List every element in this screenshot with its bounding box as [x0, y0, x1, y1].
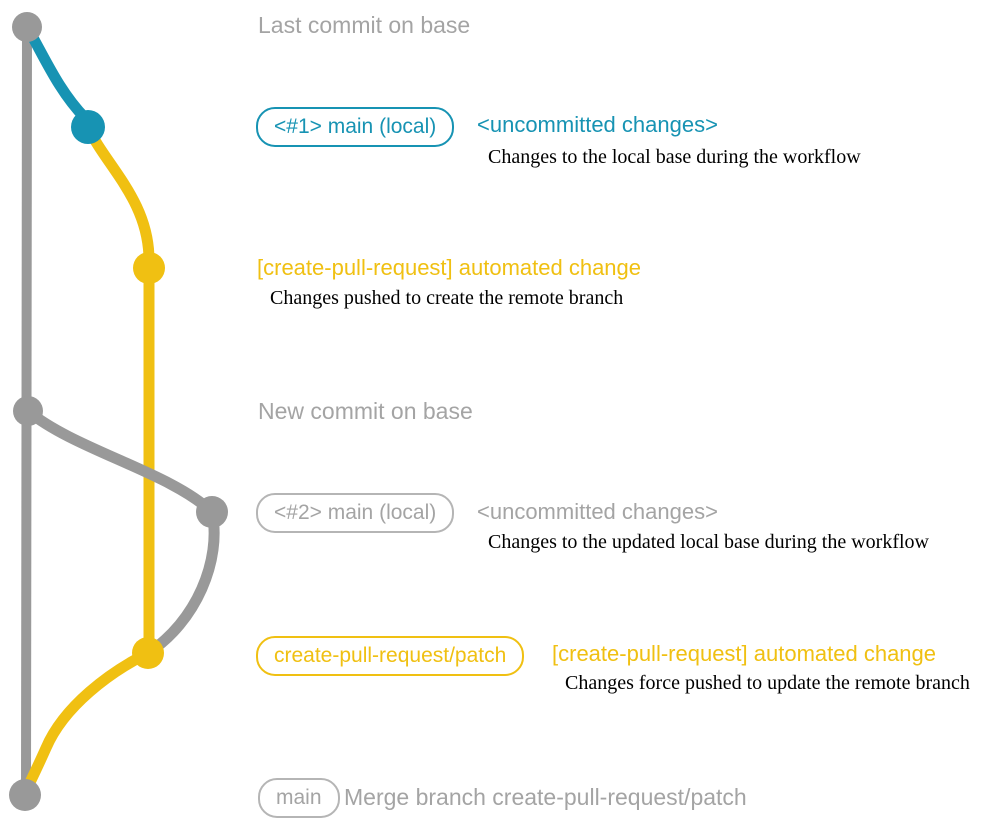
branch-badge-create-pull-request-patch: create-pull-request/patch: [256, 636, 525, 677]
uncommitted-changes-1-description: Changes to the local base during the wor…: [488, 146, 861, 168]
merge-commit-label: Merge branch create-pull-request/patch: [344, 784, 747, 810]
commit-dot-merge-commit: [9, 779, 41, 811]
new-commit-on-base-label: New commit on base: [258, 398, 473, 424]
automated-change-2-title: [create-pull-request] automated change: [552, 641, 937, 666]
automated-change-1-description: Changes pushed to create the remote bran…: [270, 287, 624, 309]
branch-badge-main-local-2: <#2> main (local): [256, 493, 455, 534]
uncommitted-changes-2-title: <uncommitted changes>: [477, 499, 718, 524]
commit-dot-uncommitted-changes-1: [71, 110, 105, 144]
commit-dot-automated-change-2: [132, 637, 164, 669]
gold-merge-curve: [20, 647, 154, 797]
commit-dot-last-commit-on-base: [12, 12, 42, 42]
branch-badge-main: main: [258, 778, 340, 819]
commit-dot-new-commit-on-base: [13, 396, 43, 426]
branch-badge-main-local-1: <#1> main (local): [256, 107, 455, 148]
gold-branch-line: [82, 121, 155, 659]
uncommitted-changes-2-description: Changes to the updated local base during…: [488, 531, 929, 553]
commit-dot-uncommitted-changes-2: [196, 496, 228, 528]
uncommitted-changes-1-title: <uncommitted changes>: [477, 112, 718, 137]
automated-change-2-description: Changes force pushed to update the remot…: [565, 672, 970, 694]
last-commit-on-base-label: Last commit on base: [258, 12, 471, 38]
automated-change-1-title: [create-pull-request] automated change: [257, 255, 642, 280]
gray-rebase-curve: [22, 405, 220, 659]
teal-branch-curve: [21, 21, 91, 124]
commit-dot-automated-change-1: [133, 252, 165, 284]
